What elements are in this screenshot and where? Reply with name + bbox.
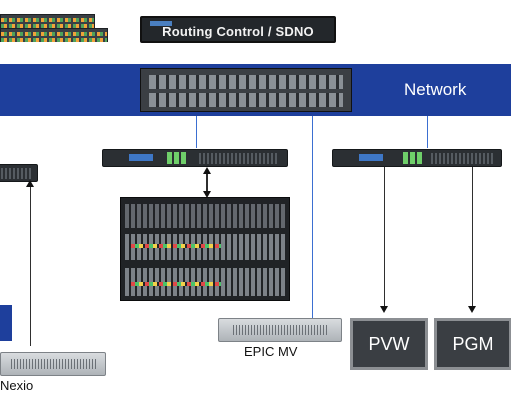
imagine-logo-icon: [129, 154, 153, 161]
routing-control-label: Routing Control / SDNO: [162, 24, 314, 39]
imagine-logo-icon: [359, 154, 383, 161]
gateway-left: [0, 164, 38, 182]
link-line: [196, 116, 197, 148]
pgm-monitor: PGM: [434, 318, 511, 370]
vent-grille: [233, 325, 329, 335]
link-line: [30, 186, 31, 346]
pvw-monitor: PVW: [350, 318, 428, 370]
arrow-up-icon: [26, 180, 34, 187]
switcher-control-panel: [120, 197, 290, 301]
epic-mv-label: EPIC MV: [244, 344, 298, 359]
cropped-blue-block: [0, 305, 12, 341]
arrow-down-icon: [380, 306, 388, 313]
imagine-logo-icon: [150, 21, 172, 26]
network-switch: [140, 68, 352, 112]
switch-port-row: [149, 93, 343, 107]
gateway-center: [102, 149, 288, 167]
switch-port-row: [149, 75, 343, 89]
epic-mv-device: [218, 318, 342, 342]
link-line: [472, 167, 473, 306]
patch-panel-bottom: [0, 28, 108, 42]
arrow-down-icon: [468, 306, 476, 313]
network-label: Network: [404, 80, 467, 99]
vent-grille: [1, 168, 31, 179]
gateway-right: [332, 149, 502, 167]
link-line: [384, 167, 385, 306]
patch-panel-top: [0, 14, 95, 28]
panel-section: [125, 204, 285, 228]
arrow-down-icon: [203, 191, 211, 198]
pvw-label: PVW: [368, 333, 410, 354]
vent-grille: [431, 153, 495, 164]
panel-button-row: [131, 244, 221, 248]
vent-grille: [199, 153, 279, 164]
routing-control-device: Routing Control / SDNO: [140, 16, 336, 43]
button-grid-icon: [403, 152, 423, 164]
vent-grille: [11, 359, 97, 369]
link-line: [427, 116, 428, 148]
pgm-label: PGM: [452, 333, 494, 354]
bidirectional-link: [206, 172, 208, 192]
button-grid-icon: [167, 152, 187, 164]
arrow-up-icon: [203, 167, 211, 174]
link-line: [312, 116, 313, 318]
panel-button-row: [131, 282, 221, 286]
nexio-device: [0, 352, 106, 376]
nexio-label: Nexio: [0, 378, 34, 393]
